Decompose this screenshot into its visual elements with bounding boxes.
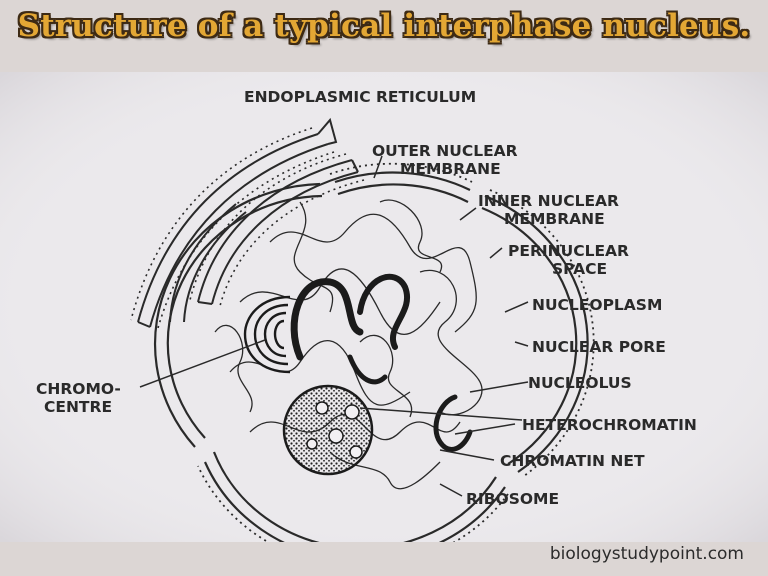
label-heterochromatin: HETEROCHROMATIN — [522, 416, 697, 434]
label-ribosome: RIBOSOME — [466, 490, 559, 508]
diagram-title: Structure of a typical interphase nucleu… — [0, 8, 768, 44]
nucleolus — [284, 386, 372, 474]
label-inner-nuclear-membrane: INNER NUCLEAR MEMBRANE — [478, 192, 619, 228]
label-endoplasmic-reticulum: ENDOPLASMIC RETICULUM — [244, 88, 476, 106]
diagram-figure: ENDOPLASMIC RETICULUM OUTER NUCLEAR MEMB… — [0, 72, 768, 542]
label-perinuclear-space: PERINUCLEAR SPACE — [508, 242, 629, 278]
site-watermark: biologystudypoint.com — [550, 544, 744, 564]
label-chromatin-net: CHROMATIN NET — [500, 452, 645, 470]
label-outer-nuclear-membrane: OUTER NUCLEAR MEMBRANE — [372, 142, 518, 178]
label-nuclear-pore: NUCLEAR PORE — [532, 338, 666, 356]
label-nucleoplasm: NUCLEOPLASM — [532, 296, 662, 314]
label-nucleolus: NUCLEOLUS — [528, 374, 632, 392]
label-chromocentre: CHROMO- CENTRE — [36, 380, 121, 416]
